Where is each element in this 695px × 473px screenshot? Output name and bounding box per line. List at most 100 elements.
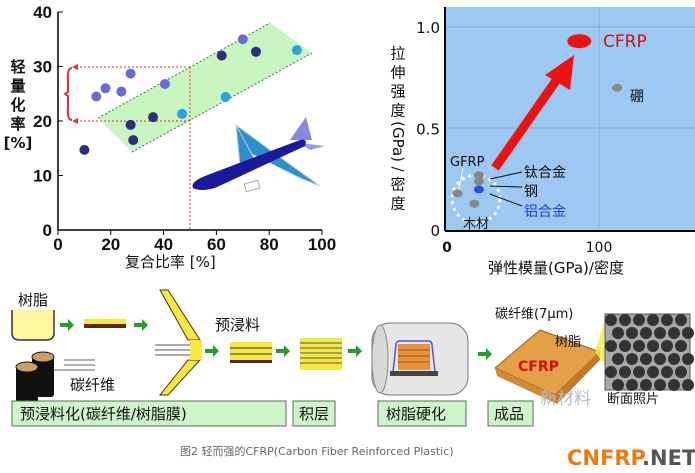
- material-point: [452, 189, 463, 198]
- step-box-layup: [292, 400, 336, 427]
- material-point: [473, 171, 484, 180]
- x-tick-label: 100: [308, 235, 336, 254]
- x-axis-title: 复合比率 [%]: [125, 253, 216, 271]
- fiber-cross-section: [647, 366, 659, 378]
- fiber-cross-section: [661, 340, 673, 352]
- fiber-cross-section: [668, 327, 680, 339]
- y-axis-title-char: /: [389, 167, 407, 173]
- arrow-icon: [348, 345, 362, 357]
- fiber-cross-section: [654, 353, 666, 365]
- fiber-cross-section: [682, 353, 694, 365]
- carbon-fiber-label: 碳纤维: [70, 376, 115, 394]
- y-axis-title-char: [%]: [4, 134, 33, 152]
- fiber-cross-section: [605, 314, 617, 326]
- step-label: 成品: [494, 405, 524, 423]
- y-axis-title-char: (GPa): [389, 121, 407, 162]
- fiber-cross-section: [619, 340, 631, 352]
- resin-label-2: 树脂: [555, 335, 581, 350]
- trend-band: [98, 23, 312, 152]
- step-label: 积层: [299, 405, 329, 423]
- fiber-cross-section: [612, 353, 624, 365]
- step-box-prepreg: [11, 400, 287, 427]
- material-point: [473, 177, 484, 186]
- data-point: [159, 78, 170, 89]
- material-label: 硼: [630, 89, 644, 105]
- fiber-cross-section: [626, 327, 638, 339]
- fiber-cross-section: [605, 340, 617, 352]
- material-point: [612, 83, 623, 92]
- process-diagram: 树脂 碳纤维 预浸料 CFRP 碳纤维(7μm) 树脂: [11, 289, 694, 427]
- y-axis-tick-label: 0.5: [416, 121, 440, 139]
- arrow-icon: [478, 348, 492, 360]
- step-label: 树脂硬化: [386, 405, 446, 423]
- x-tick-label: 80: [260, 235, 279, 254]
- y-axis-title-char: 轻: [10, 58, 25, 76]
- x-tick-label: 40: [154, 235, 173, 254]
- material-label: 钛合金: [524, 165, 566, 181]
- y-axis-title-char: 强: [390, 83, 405, 101]
- material-point: [473, 185, 484, 194]
- arrow-icon: [134, 319, 148, 331]
- x-tick-label: 60: [207, 235, 226, 254]
- step-label: 预浸料化(碳纤维/树脂膜): [20, 405, 187, 423]
- resin-label: 树脂: [18, 291, 48, 309]
- fiber-cross-section: [675, 314, 687, 326]
- y-axis-title-char: 率: [10, 115, 25, 133]
- fiber-cross-section: [612, 379, 624, 391]
- leader-line: [489, 171, 523, 180]
- material-label: GFRP: [450, 155, 485, 170]
- x-tick-label: 100: [586, 240, 613, 256]
- fiber-cross-section: [668, 353, 680, 365]
- step-box-curing: [377, 400, 467, 427]
- airplane-illustration: [192, 117, 325, 193]
- site-logo: CNFRP.NET: [567, 446, 695, 470]
- prepreg-label: 预浸料: [215, 316, 260, 334]
- resin-film: [84, 319, 126, 324]
- data-point: [125, 68, 136, 79]
- fiber-cross-section: [661, 366, 673, 378]
- arrow-head: [72, 118, 78, 124]
- cfrp-label: CFRP: [518, 359, 559, 375]
- arrow-head: [72, 64, 78, 70]
- arrow-icon: [60, 319, 74, 331]
- arrow-icon: [205, 345, 219, 357]
- fiber-spools: [15, 351, 95, 407]
- leader-line: [489, 185, 523, 188]
- x-tick-label: 0: [442, 240, 452, 256]
- fiber-cross-section: [682, 327, 694, 339]
- fiber-cross-section: [626, 379, 638, 391]
- fiber-cross-section: [640, 353, 652, 365]
- fiber-cross-section: [619, 314, 631, 326]
- autoclave: [371, 322, 469, 396]
- material-label: 钢: [524, 184, 538, 200]
- arrow-head: [545, 55, 574, 90]
- fiber-cross-section: [675, 366, 687, 378]
- y-axis-title-char: 伸: [390, 64, 405, 82]
- cfrp-product: [494, 320, 605, 404]
- fiber-cross-section: [647, 314, 659, 326]
- y-axis-tick-label: 0: [430, 222, 440, 240]
- step-box-product: [487, 400, 534, 427]
- range-brace: [63, 67, 73, 121]
- data-point: [128, 135, 139, 146]
- data-point: [79, 144, 90, 155]
- y-axis-title-char: 拉: [390, 45, 405, 63]
- y-tick-label: 30: [33, 58, 52, 77]
- laminate-stack: [300, 338, 342, 370]
- y-tick-label: 0: [43, 221, 52, 240]
- section-photo-label: 断面照片: [607, 392, 659, 407]
- fiber-cross-section: [633, 366, 645, 378]
- fiber-cross-section: [682, 379, 694, 391]
- fiber-cross-section: [647, 340, 659, 352]
- material-label: CFRP: [603, 32, 647, 52]
- x-axis-title: 弹性模量(GPa)/密度: [488, 259, 624, 277]
- prepreg-sheet: [230, 342, 272, 363]
- y-axis-title-char: 密: [390, 176, 405, 194]
- data-point: [177, 108, 188, 119]
- fiber-cross-section: [612, 327, 624, 339]
- impregnation-rollers: [155, 289, 202, 396]
